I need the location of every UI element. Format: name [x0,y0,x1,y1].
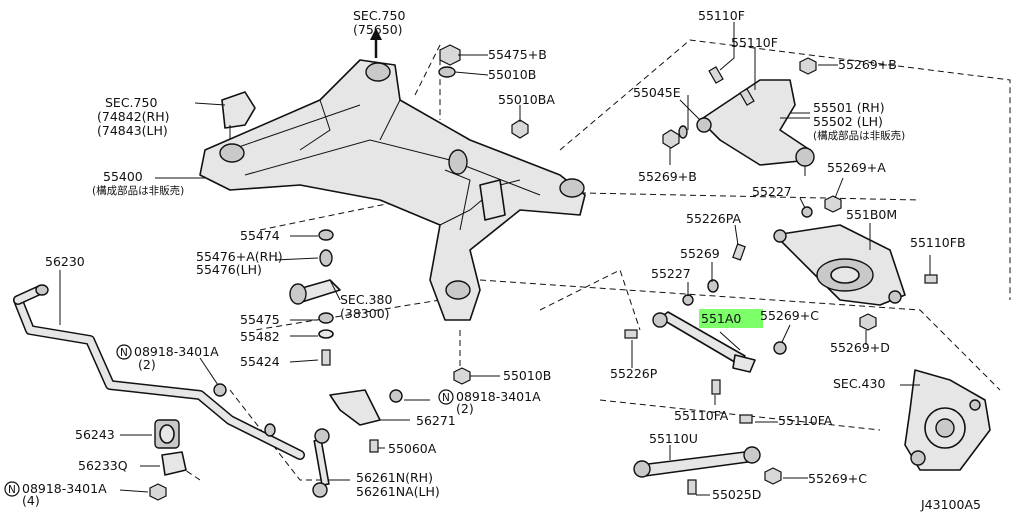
upper-mount-bushing [365,62,391,82]
label-sec750-left: SEC.750 [105,95,157,110]
label-sec380-sub: (38300) [340,306,390,321]
stabilizer-bushing [154,419,180,449]
label-55010b-top: 55010B [488,67,536,82]
label-55269d: 55269+D [830,340,890,355]
label-08918-mid-qty: (2) [456,401,474,416]
label-08918-mid: 08918-3401A [456,389,541,404]
n-symbol-letter: N [120,347,128,359]
n-symbol-icon [438,389,454,405]
stabilizer-clamp [161,451,187,476]
label-55269c-bot: 55269+C [808,471,867,486]
label-551a0: 551A0 [701,311,741,326]
mount-parts-column [289,229,341,366]
right-mount-bushing [559,178,585,198]
label-55502: 55502 (LH) [813,114,883,129]
lower-mount-bushing [445,280,471,300]
label-56271: 56271 [416,413,456,428]
label-55110f-top: 55110F [698,8,745,23]
label-55045e: 55045E [633,85,681,100]
lower-rear-link [633,446,761,478]
label-55476a: 55476+A(RH) [196,249,283,264]
label-55482: 55482 [240,329,280,344]
part-labels: SEC.750 (75650) 55475+B 55010B 55010BA S… [22,8,981,512]
label-08918-left: 08918-3401A [134,344,219,359]
n-symbol-letter: N [8,484,16,496]
label-56261n: 56261N(RH) [356,470,433,485]
arrow-up-icon [370,28,382,58]
mount-bracket-left [221,91,256,140]
stabilizer-connecting-rod [312,428,330,498]
label-55227-mid: 55227 [651,266,691,281]
rear-suspension-member [199,59,586,321]
label-sec750-top-sub: (75650) [353,22,403,37]
label-55475b: 55475+B [488,47,547,62]
label-55269-mid: 55269 [680,246,720,261]
highlight-551a0 [699,309,763,328]
label-56233q: 56233Q [78,458,128,473]
toe-link [652,311,756,373]
label-551b0m: 551B0M [846,207,897,222]
label-55400-note: (構成部品は非販売) [92,184,184,197]
lower-link-arm [773,224,906,306]
label-08918-bot: 08918-3401A [22,481,107,496]
left-mount-bushing [219,143,245,163]
label-08918-bot-qty: (4) [22,493,40,508]
label-sec750-top: SEC.750 [353,8,405,23]
label-08918-left-qty: (2) [138,357,156,372]
n-symbol-icon [4,481,20,497]
label-sec380: SEC.380 [340,292,392,307]
label-55474: 55474 [240,228,280,243]
label-55226p: 55226P [610,366,658,381]
stabilizer-bracket [329,389,381,426]
n-symbol-letter: N [442,392,450,404]
label-55025d: 55025D [712,487,761,502]
label-56261na: 56261NA(LH) [356,484,440,499]
label-55010b-bot: 55010B [503,368,551,383]
label-55010ba: 55010BA [498,92,555,107]
label-55110u: 55110U [649,431,698,446]
label-55424: 55424 [240,354,280,369]
label-sec750-left-lh: (74843(LH) [97,123,168,138]
label-55501: 55501 (RH) [813,100,885,115]
diagram-code: J43100A5 [920,497,981,512]
leader-lines [59,22,931,496]
label-55269c-mid: 55269+C [760,308,819,323]
label-55269a: 55269+A [827,160,886,175]
fasteners [149,44,938,501]
label-sec750-left-rh: (74842(RH) [97,109,169,124]
label-55110fa-right: 55110FA [778,413,833,428]
label-55060a: 55060A [388,441,437,456]
label-55476: 55476(LH) [196,262,262,277]
label-55110f-2: 55110F [731,35,778,50]
stabilizer-bar [13,284,305,460]
axle-knuckle [904,369,991,471]
label-56230: 56230 [45,254,85,269]
bracket [479,179,506,221]
n-symbol-icon [116,344,132,360]
label-55227-top: 55227 [752,184,792,199]
label-55501-note: (構成部品は非販売) [813,129,905,142]
label-55269b-top: 55269+B [838,57,897,72]
label-55400: 55400 [103,169,143,184]
label-55269b-mid: 55269+B [638,169,697,184]
label-sec430: SEC.430 [833,376,885,391]
center-bushing [448,149,468,175]
label-55475: 55475 [240,312,280,327]
label-55110fa-left: 55110FA [674,408,729,423]
label-56243: 56243 [75,427,115,442]
label-55226pa: 55226PA [686,211,742,226]
label-55110fb: 55110FB [910,235,966,250]
upper-link-arm [696,79,815,176]
